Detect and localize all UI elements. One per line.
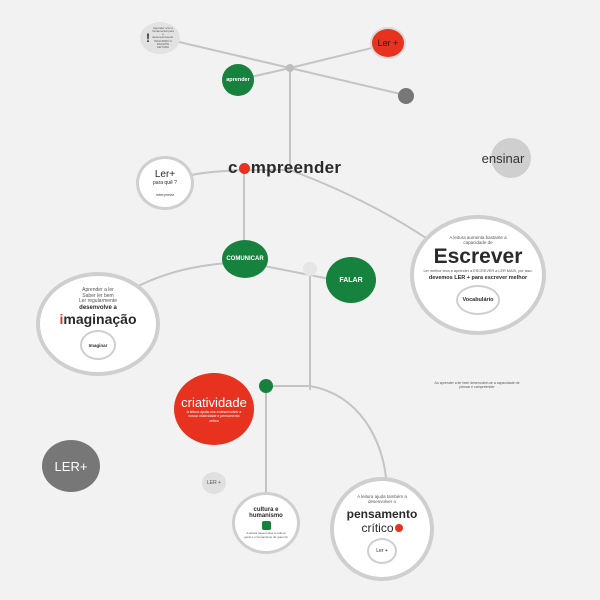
imaginacao-word: imaginação [59,311,136,327]
escrever-intro: A leitura aumenta bastante a capacidade … [449,234,507,245]
compreender-rest: mpreender [250,158,342,177]
criatividade-word: criatividade [181,395,247,410]
pensamento-word1: pensamento [346,507,418,522]
cultura-title-1: cultura e [253,507,279,514]
ler-plus-big-node[interactable]: LER+ [42,440,100,492]
pensamento-word2-end: o [386,521,394,536]
cultura-node[interactable]: cultura e humanismo A leitura desenvolve… [232,492,300,554]
info-text: Aprender a ler é fundamental para o dese… [152,25,174,49]
pensamento-inner-node[interactable]: Ler + [367,538,397,565]
imaginacao-rest: maginação [63,311,137,328]
green-square-icon [261,521,271,531]
pensamento-inner-label: Ler + [376,548,388,555]
escrever-sub: Ler melhor leva a aprender a ESCREVER a … [423,268,533,273]
criatividade-rest: riatividade [187,395,247,411]
green-dot-node[interactable] [259,379,273,393]
cultura-small: A leitura desenvolve a cultura geral e o… [244,531,288,539]
imaginacao-line1: Aprender a ler [82,286,114,293]
falar-label: FALAR [339,276,363,284]
comunicar-node[interactable]: COMUNICAR [222,240,268,278]
ler-plus-small-node[interactable]: LER + [202,472,226,494]
falar-node[interactable]: FALAR [326,257,376,303]
imaginacao-line2: Saber ler bem [82,292,114,299]
ler-plus-top-label: Ler + [377,38,399,48]
red-dot-icon [238,163,250,174]
vocabulario-node[interactable]: Vocabulário [456,285,500,316]
compreender-c: c [228,158,238,177]
comunicar-label: COMUNICAR [226,256,264,262]
ler-plus-big-label: LER+ [54,458,88,474]
aprender-node[interactable]: aprender [222,64,254,96]
small-grey-node[interactable] [398,88,414,104]
vocabulario-label: Vocabulário [462,297,494,304]
ler-plus-top-node[interactable]: Ler + [370,27,406,59]
ensinar-label: ensinar [481,150,525,166]
info-node[interactable]: ! Aprender a ler é fundamental para o de… [140,22,180,54]
criatividade-sub: A leitura ajuda-nos a desenvolver a noss… [186,410,242,423]
imaginar-label: Imaginar [88,342,108,348]
exclamation-icon: ! [146,30,150,45]
note-text: Ao aprender a ler bem desenvolve-se a ca… [434,381,520,390]
pensamento-word2: crític [361,521,387,536]
ler-para-que-subtitle: para quê ? [153,180,177,186]
ensinar-node[interactable]: ensinar [482,138,531,178]
imaginacao-node[interactable]: Aprender a ler Saber ler bem Ler regular… [36,272,160,376]
compreender-word[interactable]: c mpreender [228,158,341,178]
pensamento-word2-wrap: crítico [361,521,403,536]
junction-node[interactable] [303,262,317,276]
aprender-label: aprender [226,77,250,83]
escrever-word: Escrever [433,244,523,268]
criatividade-c: c [181,395,188,411]
criatividade-node[interactable]: criatividade A leitura ajuda-nos a desen… [174,373,254,445]
ler-para-que-title: Ler+ [154,169,176,180]
pensamento-intro: A leitura ajuda também a desenvolver o [357,493,407,504]
ler-para-que-node[interactable]: Ler+ para quê ? interpretar [136,156,194,210]
ler-plus-small-label: LER + [206,480,222,486]
red-dot-icon [394,524,403,533]
imaginacao-i: i [59,311,64,328]
ler-para-que-small: interpretar [155,192,175,197]
imaginacao-line4: desenvolve a [79,305,117,312]
imaginar-node[interactable]: Imaginar [80,330,116,361]
imaginacao-line3: Ler regularmente [78,298,118,305]
escrever-bold-line: devemos LER + para escrever melhor [428,275,528,282]
escrever-node[interactable]: A leitura aumenta bastante a capacidade … [410,215,546,335]
pensamento-node[interactable]: A leitura ajuda também a desenvolver o p… [330,477,434,581]
cultura-title-2: humanismo [249,513,283,520]
